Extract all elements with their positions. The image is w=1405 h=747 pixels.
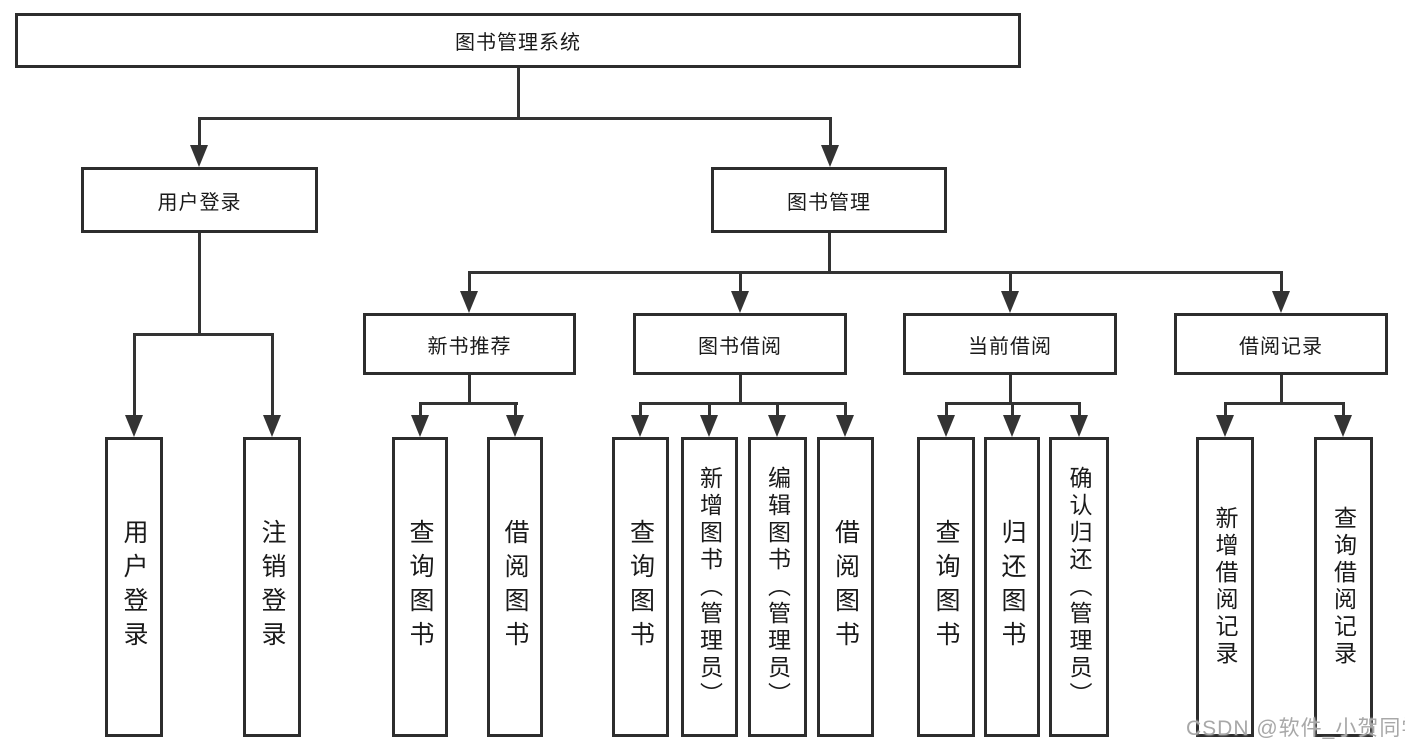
leaf-confirm-return-admin: 确认归还（管理员） <box>1049 437 1109 737</box>
node-root: 图书管理系统 <box>15 13 1021 68</box>
connector-g1-drop-2 <box>271 333 274 415</box>
connector-drop-current-borrow <box>1009 271 1012 293</box>
arrow-down-icon <box>1334 415 1352 437</box>
leaf-query-borrow-record: 查询借阅记录 <box>1314 437 1373 737</box>
connector-drop-borrow-records <box>1280 271 1283 293</box>
arrow-down-icon <box>1003 415 1021 437</box>
leaf-borrow-books: 借阅图书 <box>817 437 874 737</box>
arrow-down-icon <box>125 415 143 437</box>
connector-g2-drop-1 <box>419 402 422 415</box>
arrow-down-icon <box>700 415 718 437</box>
connector-drop-book-mgmt <box>829 117 832 147</box>
connector-drop-user-login <box>198 117 201 147</box>
connector-g2-drop-2 <box>514 402 517 415</box>
connector-book-borrow-feed <box>739 375 742 405</box>
connector-g3-drop-4 <box>844 402 847 415</box>
connector-g1-horizontal <box>133 333 274 336</box>
arrow-down-icon <box>836 415 854 437</box>
leaf-query-books-borrow: 查询图书 <box>612 437 669 737</box>
arrow-down-icon <box>190 145 208 167</box>
arrow-down-icon <box>731 291 749 313</box>
arrow-down-icon <box>506 415 524 437</box>
connector-current-borrow-feed <box>1009 375 1012 405</box>
connector-book-mgmt-feed <box>828 233 831 274</box>
leaf-add-books-admin: 新增图书（管理员） <box>681 437 738 737</box>
arrow-down-icon <box>631 415 649 437</box>
node-borrow-records: 借阅记录 <box>1174 313 1388 375</box>
connector-g5-drop-2 <box>1342 402 1345 415</box>
connector-g5-horizontal <box>1224 402 1345 405</box>
arrow-down-icon <box>460 291 478 313</box>
leaf-add-borrow-record: 新增借阅记录 <box>1196 437 1254 737</box>
node-book-management: 图书管理 <box>711 167 947 233</box>
watermark: CSDN @软件_小贺同学 <box>1186 717 1405 740</box>
connector-borrow-records-feed <box>1280 375 1283 405</box>
connector-g3-drop-2 <box>708 402 711 415</box>
leaf-edit-books-admin: 编辑图书（管理员） <box>748 437 807 737</box>
node-user-login: 用户登录 <box>81 167 318 233</box>
connector-g3-horizontal <box>639 402 847 405</box>
leaf-return-books: 归还图书 <box>984 437 1040 737</box>
connector-user-login-feed <box>198 233 201 336</box>
leaf-user-login: 用户登录 <box>105 437 163 737</box>
node-book-borrow: 图书借阅 <box>633 313 847 375</box>
node-new-book-recommend: 新书推荐 <box>363 313 576 375</box>
arrow-down-icon <box>821 145 839 167</box>
arrow-down-icon <box>1272 291 1290 313</box>
leaf-query-books-current: 查询图书 <box>917 437 975 737</box>
connector-l1-horizontal <box>198 117 832 120</box>
arrow-down-icon <box>937 415 955 437</box>
connector-l2-horizontal <box>468 271 1282 274</box>
connector-new-book-feed <box>468 375 471 405</box>
connector-g2-horizontal <box>419 402 518 405</box>
arrow-down-icon <box>411 415 429 437</box>
connector-g1-drop-1 <box>133 333 136 415</box>
connector-g5-drop-1 <box>1224 402 1227 415</box>
connector-g4-drop-2 <box>1011 402 1014 415</box>
connector-g4-drop-3 <box>1078 402 1081 415</box>
node-current-borrow: 当前借阅 <box>903 313 1117 375</box>
connector-g3-drop-3 <box>776 402 779 415</box>
arrow-down-icon <box>1216 415 1234 437</box>
connector-root-feed <box>517 68 520 120</box>
leaf-borrow-books-recommend: 借阅图书 <box>487 437 543 737</box>
connector-g3-drop-1 <box>639 402 642 415</box>
arrow-down-icon <box>768 415 786 437</box>
leaf-query-books-recommend: 查询图书 <box>392 437 448 737</box>
arrow-down-icon <box>263 415 281 437</box>
leaf-logout: 注销登录 <box>243 437 301 737</box>
connector-drop-new-book <box>468 271 471 293</box>
arrow-down-icon <box>1070 415 1088 437</box>
connector-drop-book-borrow <box>739 271 742 293</box>
arrow-down-icon <box>1001 291 1019 313</box>
connector-g4-drop-1 <box>945 402 948 415</box>
